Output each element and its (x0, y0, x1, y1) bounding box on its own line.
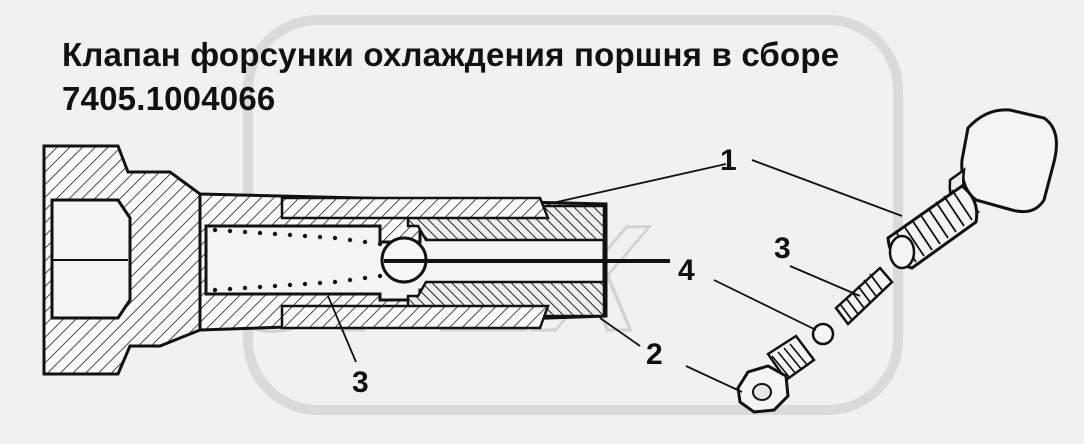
part-number: 7405.1004066 (62, 80, 276, 117)
callout-3-right: 3 (774, 232, 791, 265)
bolt-head (960, 108, 1058, 214)
seat-nut (736, 334, 816, 414)
callout-2: 2 (646, 338, 663, 371)
valve-seat-section (280, 196, 606, 330)
bolt-end (888, 234, 916, 270)
leader-lines (327, 159, 903, 393)
sleeve-upper (280, 196, 550, 220)
spring-body (834, 266, 894, 326)
nut-bore (752, 383, 772, 401)
sleeve-lower (280, 304, 550, 330)
ball-part (811, 322, 835, 346)
nut-thread-lines (771, 343, 809, 379)
spring-part (834, 266, 894, 326)
callout-1: 1 (720, 144, 737, 177)
callout-4: 4 (678, 254, 695, 287)
page-title: Клапан форсунки охлаждения поршня в сбор… (62, 36, 840, 73)
spring-section (212, 227, 383, 293)
banjo-bolt (886, 108, 1058, 270)
callout-3-left: 3 (352, 366, 369, 399)
spring-coils (839, 273, 883, 321)
